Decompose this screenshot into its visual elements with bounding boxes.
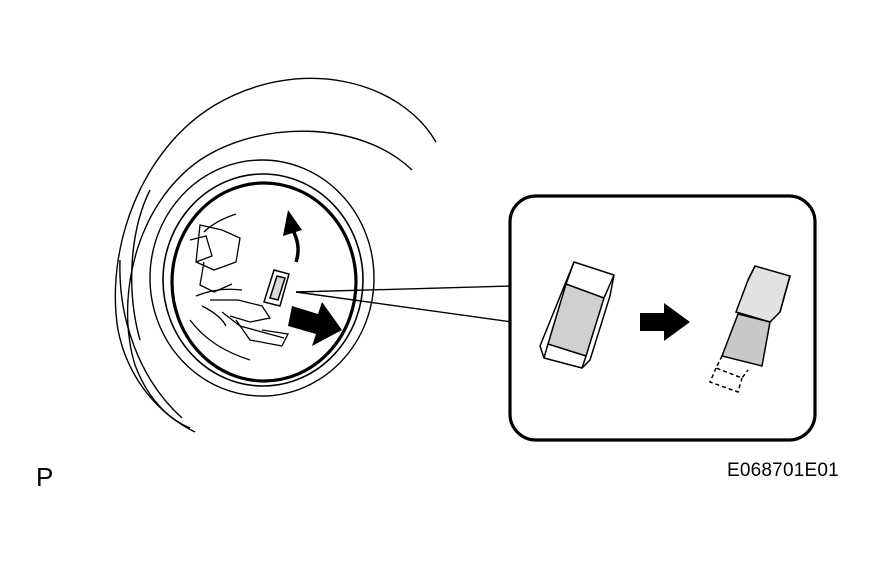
- lock-tab: [263, 269, 290, 307]
- tab-before: [539, 261, 615, 369]
- leader-lines: [295, 285, 513, 323]
- switch-body: [149, 159, 375, 397]
- rotate-arrow: [283, 210, 302, 263]
- detail-arrow: [640, 303, 690, 341]
- figure-code: E068701E01: [727, 460, 839, 481]
- push-arrow: [288, 302, 342, 346]
- internal-parts: [189, 213, 289, 361]
- tab-after: [708, 265, 791, 393]
- view-label: P: [36, 462, 54, 492]
- housing-outline: [114, 77, 437, 433]
